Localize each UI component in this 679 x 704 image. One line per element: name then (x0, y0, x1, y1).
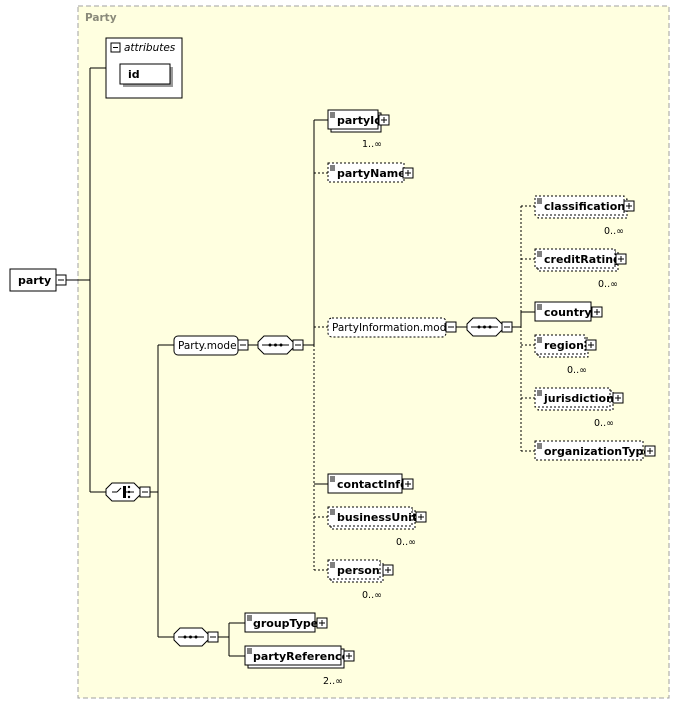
expand-icon[interactable] (591, 306, 603, 318)
element-partyName[interactable]: partyName (327, 162, 414, 183)
svg-text:0..∞: 0..∞ (362, 590, 382, 601)
svg-text:1..∞: 1..∞ (362, 139, 382, 150)
svg-text:0..∞: 0..∞ (598, 279, 618, 290)
svg-text:partyReference: partyReference (253, 650, 349, 663)
expand-icon[interactable] (316, 617, 328, 629)
frame-title: Party (85, 12, 117, 24)
svg-text:attributes: attributes (124, 42, 176, 54)
collapse-icon[interactable] (237, 339, 249, 351)
expand-icon[interactable] (612, 392, 624, 404)
element-country[interactable]: country (534, 301, 603, 322)
expand-icon[interactable] (415, 511, 427, 523)
choice-compositor[interactable] (105, 482, 151, 502)
element-person[interactable]: person 0..∞ (327, 559, 394, 601)
element-businessUnit[interactable]: businessUnit 0..∞ (327, 506, 427, 548)
svg-text:classification: classification (544, 200, 625, 213)
svg-text:0..∞: 0..∞ (567, 365, 587, 376)
sequence-compositor[interactable] (466, 317, 513, 337)
sequence-compositor[interactable] (173, 627, 219, 647)
svg-text:0..∞: 0..∞ (396, 537, 416, 548)
collapse-icon[interactable] (207, 631, 219, 643)
expand-icon[interactable] (343, 650, 355, 662)
expand-icon[interactable] (644, 445, 656, 457)
element-region[interactable]: region 0..∞ (534, 334, 597, 376)
svg-text:partyId: partyId (337, 114, 382, 127)
svg-text:jurisdiction: jurisdiction (543, 392, 614, 405)
svg-text:region: region (544, 339, 584, 352)
expand-icon[interactable] (615, 253, 627, 265)
group-party-model[interactable]: Party.model (173, 335, 249, 356)
svg-text:PartyInformation.model: PartyInformation.model (332, 322, 456, 334)
expand-icon[interactable] (402, 478, 414, 490)
sequence-compositor[interactable] (257, 335, 304, 355)
collapse-icon[interactable] (139, 486, 151, 498)
element-creditRating[interactable]: creditRating 0..∞ (534, 248, 627, 290)
element-partyReference[interactable]: partyReference 2..∞ (244, 645, 355, 687)
svg-text:partyName: partyName (337, 167, 406, 180)
element-organizationType[interactable]: organizationType (534, 440, 656, 461)
collapse-icon[interactable] (501, 321, 513, 333)
element-contactInfo[interactable]: contactInfo (327, 473, 414, 494)
svg-text:contactInfo: contactInfo (337, 478, 408, 491)
svg-text:businessUnit: businessUnit (337, 511, 417, 524)
collapse-icon[interactable] (55, 274, 67, 286)
group-party-information-model[interactable]: PartyInformation.model (327, 317, 457, 338)
attributes-group: attributes id (105, 37, 183, 99)
expand-icon[interactable] (585, 339, 597, 351)
svg-text:party: party (18, 274, 51, 287)
svg-text:Party.model: Party.model (178, 340, 239, 352)
element-classification[interactable]: classification 0..∞ (534, 195, 635, 237)
svg-text:groupType: groupType (253, 617, 318, 630)
svg-text:creditRating: creditRating (544, 253, 621, 266)
svg-text:0..∞: 0..∞ (604, 226, 624, 237)
expand-icon[interactable] (623, 200, 635, 212)
svg-text:2..∞: 2..∞ (323, 676, 343, 687)
svg-text:id: id (128, 68, 140, 81)
element-jurisdiction[interactable]: jurisdiction 0..∞ (534, 387, 624, 429)
expand-icon[interactable] (382, 564, 394, 576)
element-partyId[interactable]: partyId 1..∞ (327, 109, 390, 150)
svg-text:0..∞: 0..∞ (594, 418, 614, 429)
collapse-icon[interactable] (445, 321, 457, 333)
svg-text:person: person (337, 564, 380, 577)
element-party[interactable]: party (9, 268, 67, 292)
svg-text:organizationType: organizationType (544, 445, 651, 458)
attribute-id[interactable] (119, 63, 171, 85)
collapse-icon[interactable] (110, 42, 121, 53)
svg-text:country: country (544, 306, 592, 319)
expand-icon[interactable] (378, 114, 390, 126)
element-groupType[interactable]: groupType (244, 612, 328, 633)
collapse-icon[interactable] (292, 339, 304, 351)
expand-icon[interactable] (402, 167, 414, 179)
